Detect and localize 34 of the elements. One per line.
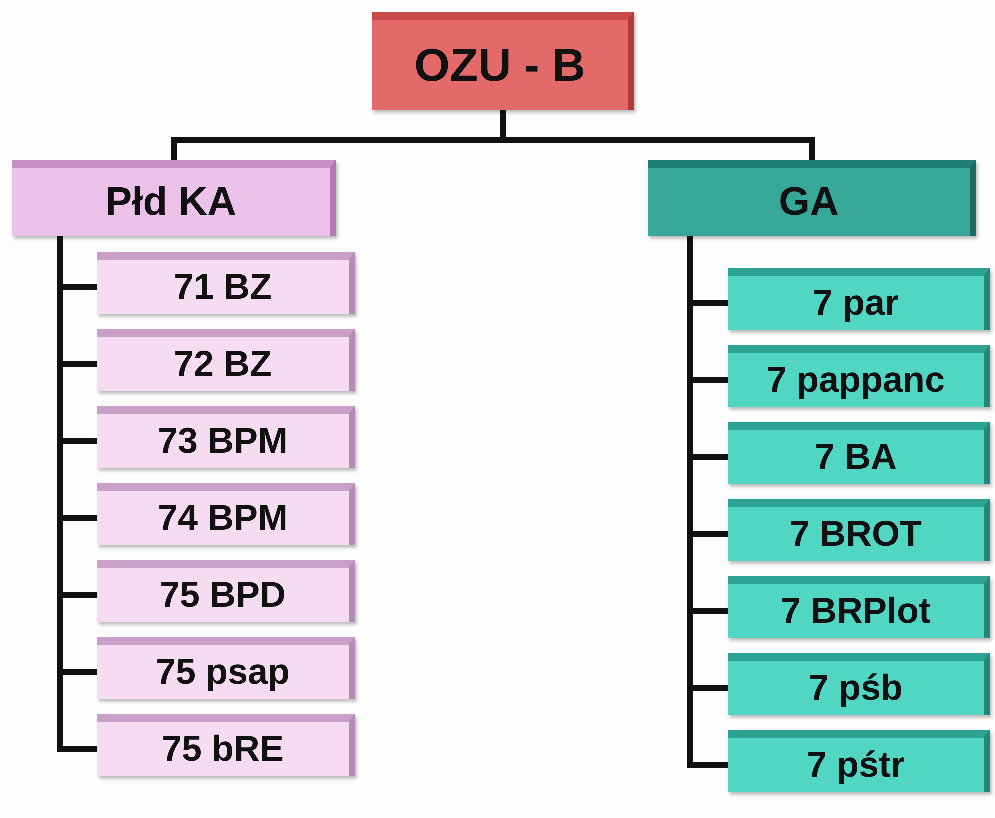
org-box [97,483,355,545]
box-label: 72 BZ [174,343,272,385]
box-label: 75 psap [156,651,290,693]
org-box [97,714,355,776]
box-label: 7 pappanc [766,359,946,401]
box-label: 74 BPM [158,497,288,539]
org-box [97,637,355,699]
org-box [728,576,990,638]
box-label: 73 BPM [158,420,288,462]
org-box [97,252,355,314]
box-label: Płd KA [105,180,237,224]
box-label: 7 par [812,282,900,324]
box-label: 7 BA [814,436,898,478]
org-box [97,406,355,468]
org-box [728,422,990,484]
org-box [728,730,990,792]
box-label: GA [779,180,839,224]
box-label: 7 pśtr [806,744,906,786]
box-label: OZU - B [414,38,586,92]
box-label: 7 BROT [790,513,922,555]
org-box [648,160,976,236]
org-box [97,329,355,391]
org-box [97,560,355,622]
org-box [728,653,990,715]
org-box [728,268,990,330]
box-label: 7 pśb [808,667,904,709]
box-label: 75 bRE [162,728,284,770]
org-box [372,12,634,110]
box-label: 71 BZ [174,266,272,308]
box-label: 75 BPD [160,574,286,616]
org-box [12,160,336,236]
org-box [728,499,990,561]
box-label: 7 BRPlot [780,590,931,632]
org-box [728,345,990,407]
